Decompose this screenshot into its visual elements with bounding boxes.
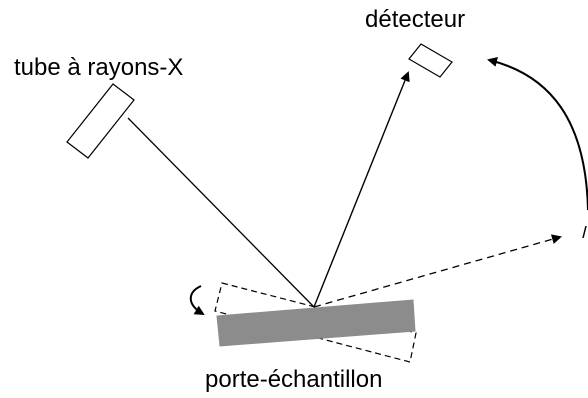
detector xyxy=(408,43,453,78)
detector-rotation-tick xyxy=(582,225,587,239)
diffracted-beam xyxy=(313,71,410,308)
sample-rotation-arrow xyxy=(189,285,205,316)
detector-label: détecteur xyxy=(365,6,466,33)
tube-label: tube à rayons-X xyxy=(14,54,184,81)
detector-rotation-arrow xyxy=(487,57,588,211)
dashed-diffracted-beam xyxy=(313,234,562,308)
sample-holder xyxy=(216,299,416,347)
incident-beam xyxy=(127,117,315,308)
xray-tube xyxy=(66,83,135,159)
sample-holder-label: porte-échantillon xyxy=(205,366,383,393)
